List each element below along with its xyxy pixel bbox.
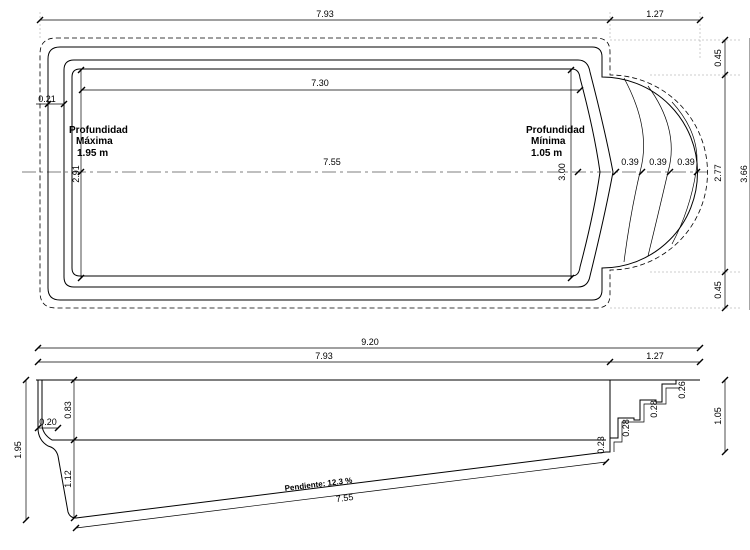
section-dim-lip: 0.20 bbox=[39, 417, 57, 427]
plan-dim-right-bottom: 0.45 bbox=[713, 281, 723, 299]
plan-dim-inner-length: 7.30 bbox=[311, 78, 329, 88]
plan-dim-overall-width: 3.66 bbox=[739, 165, 749, 183]
section-dim-riser-2: 0.28 bbox=[649, 400, 659, 418]
plan-dim-right-mid: 2.77 bbox=[713, 164, 723, 182]
plan-dim-shallow-width: 3.00 bbox=[557, 163, 567, 181]
plan-deep-label-3: 1.95 m bbox=[77, 148, 108, 159]
section-steps bbox=[609, 380, 677, 452]
section-dim-top-wall: 0.83 bbox=[63, 401, 73, 419]
plan-step-curve-2 bbox=[647, 85, 672, 257]
section-dim-shallow-step: 0.23 bbox=[596, 436, 606, 454]
plan-dim-deep-width: 2.91 bbox=[71, 165, 81, 183]
section-dim-steps: 1.27 bbox=[646, 351, 664, 361]
section-dim-depth-max: 1.95 bbox=[13, 441, 23, 459]
plan-dim-total-length: 7.93 bbox=[316, 9, 334, 19]
plan-dim-step-3: 0.39 bbox=[677, 157, 695, 167]
plan-dim-step-2: 0.39 bbox=[649, 157, 667, 167]
plan-view: 7.93 1.27 7.30 0.21 7.55 bbox=[22, 9, 750, 312]
plan-dim-step-1: 0.39 bbox=[621, 157, 639, 167]
section-dim-lower-wall: 1.12 bbox=[63, 470, 73, 488]
plan-shallow-label-3: 1.05 m bbox=[531, 148, 562, 159]
plan-step-curve-3 bbox=[671, 101, 698, 245]
section-view: 9.20 7.93 1.27 1.95 0.83 0.20 bbox=[13, 337, 729, 532]
section-dim-riser-3: 0.26 bbox=[677, 381, 687, 399]
section-dim-riser-1: 0.28 bbox=[621, 419, 631, 437]
plan-coping-outline bbox=[47, 46, 698, 301]
plan-shallow-label-1: Profundidad bbox=[526, 125, 585, 136]
plan-shallow-label-2: Mínima bbox=[531, 136, 566, 147]
plan-inner-outline bbox=[63, 59, 614, 288]
section-pool-profile-inner bbox=[41, 380, 606, 441]
plan-outer-dashed-outline bbox=[39, 37, 708, 309]
plan-dim-floor-length: 7.55 bbox=[323, 157, 341, 167]
section-slope-label: Pendiente: 12.3 % bbox=[284, 476, 353, 493]
section-dim-depth-min: 1.05 bbox=[713, 407, 723, 425]
plan-step-curve-1 bbox=[623, 77, 644, 263]
section-dim-floor: 7.55 bbox=[335, 492, 354, 504]
section-steps-inner bbox=[613, 387, 680, 452]
plan-deep-label-1: Profundidad bbox=[69, 125, 128, 136]
plan-floor-outline bbox=[71, 68, 601, 277]
plan-deep-label-2: Máxima bbox=[76, 136, 113, 147]
plan-dim-wall: 0.21 bbox=[38, 94, 56, 104]
section-dim-body: 7.93 bbox=[315, 351, 333, 361]
plan-dim-steps-length: 1.27 bbox=[646, 9, 664, 19]
plan-dim-right-top: 0.45 bbox=[713, 49, 723, 67]
section-dim-overall: 9.20 bbox=[361, 337, 379, 347]
